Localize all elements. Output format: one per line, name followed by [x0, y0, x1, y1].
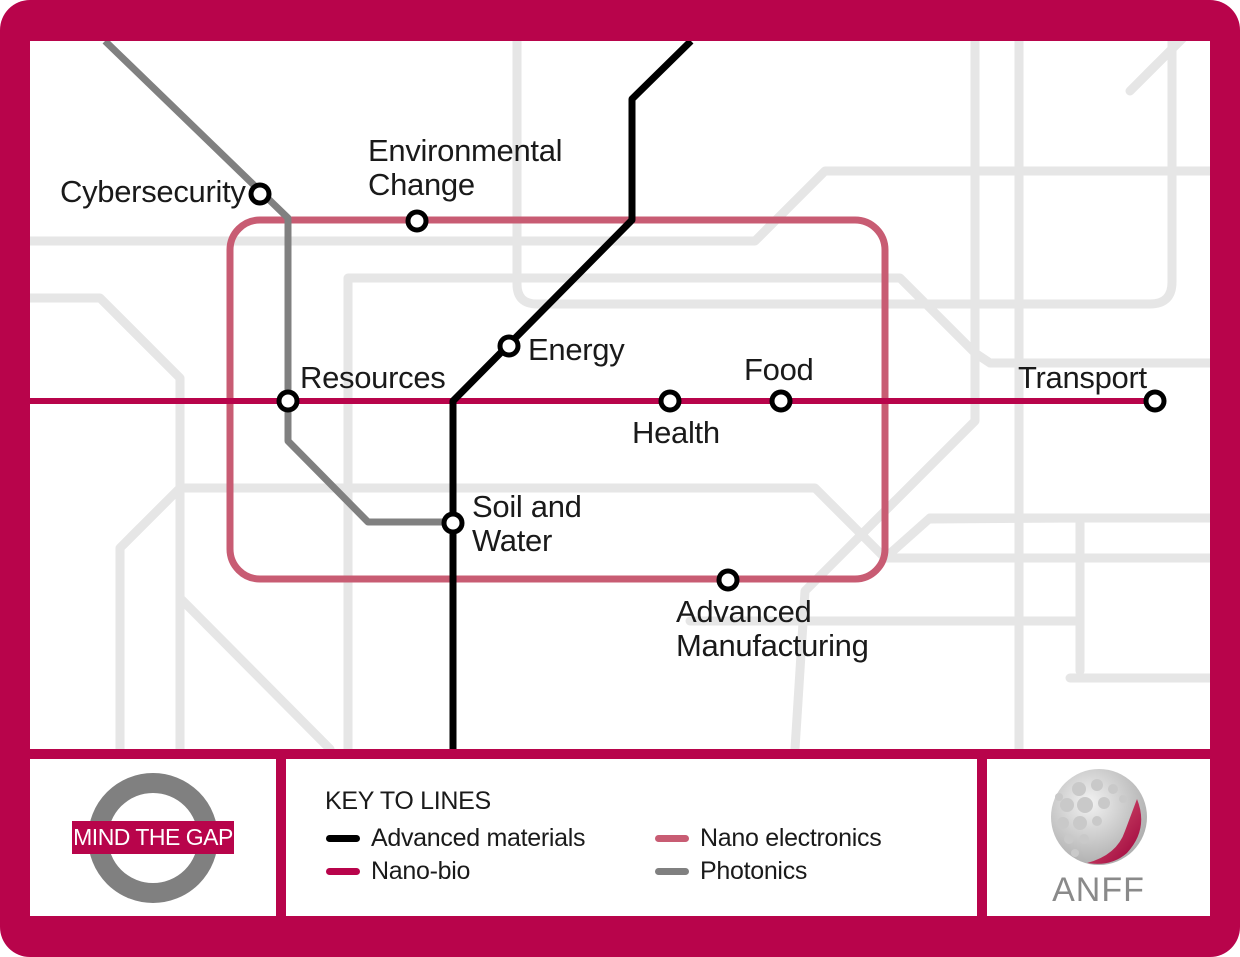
- station-cybersecurity-icon[interactable]: [248, 182, 272, 206]
- station-environmental-change-icon[interactable]: [405, 209, 429, 233]
- station-label-cybersecurity: Cybersecurity: [60, 174, 246, 209]
- station-label-advanced-manufacturing: Advanced Manufacturing: [676, 595, 869, 663]
- station-label-soil-water: Soil and Water: [472, 490, 582, 558]
- key-swatch: [655, 835, 689, 842]
- station-transport-icon[interactable]: [1143, 389, 1167, 413]
- station-food-icon[interactable]: [769, 389, 793, 413]
- background-lines: [30, 41, 1210, 749]
- station-label-health: Health: [632, 415, 720, 450]
- anff-wordmark: ANFF: [1052, 871, 1145, 909]
- station-label-line: Environmental: [368, 133, 563, 168]
- station-energy-icon[interactable]: [497, 334, 521, 358]
- key-swatch: [655, 868, 689, 875]
- tube-map: Cybersecurity Environmental Change Energ…: [30, 41, 1210, 749]
- station-label-line: Water: [472, 523, 553, 558]
- station-label-line: Manufacturing: [676, 628, 869, 663]
- station-label-line: Advanced: [676, 594, 812, 629]
- station-label-food: Food: [744, 352, 814, 387]
- key-swatch: [326, 868, 360, 875]
- station-label-resources: Resources: [300, 360, 446, 395]
- key-label: Nano-bio: [371, 857, 471, 885]
- anff-sphere-icon: [1051, 769, 1147, 865]
- key-title: KEY TO LINES: [325, 787, 491, 815]
- station-soil-water-icon[interactable]: [441, 511, 465, 535]
- station-label-environmental-change: Environmental Change: [368, 133, 563, 202]
- mind-the-gap-text: MIND THE GAP: [73, 824, 233, 850]
- station-label-transport: Transport: [1018, 360, 1147, 395]
- station-advanced-manufacturing-icon[interactable]: [716, 568, 740, 592]
- key-label: Photonics: [700, 857, 808, 885]
- station-resources-icon[interactable]: [276, 389, 300, 413]
- key-label: Nano electronics: [700, 824, 882, 852]
- key-label: Advanced materials: [371, 824, 586, 852]
- station-label-line: Change: [368, 167, 475, 202]
- key-swatch: [326, 835, 360, 842]
- roundel-icon: [72, 773, 234, 903]
- logo-panel: MIND THE GAP: [30, 759, 276, 916]
- tube-map-lines: [30, 41, 1210, 749]
- station-label-energy: Energy: [528, 332, 625, 367]
- anff-panel: ANFF: [987, 759, 1210, 916]
- station-label-line: Soil and: [472, 489, 582, 524]
- photonics-line: [102, 41, 452, 526]
- station-health-icon[interactable]: [658, 389, 682, 413]
- key-panel: KEY TO LINES Advanced materials Nano-bio…: [286, 759, 977, 916]
